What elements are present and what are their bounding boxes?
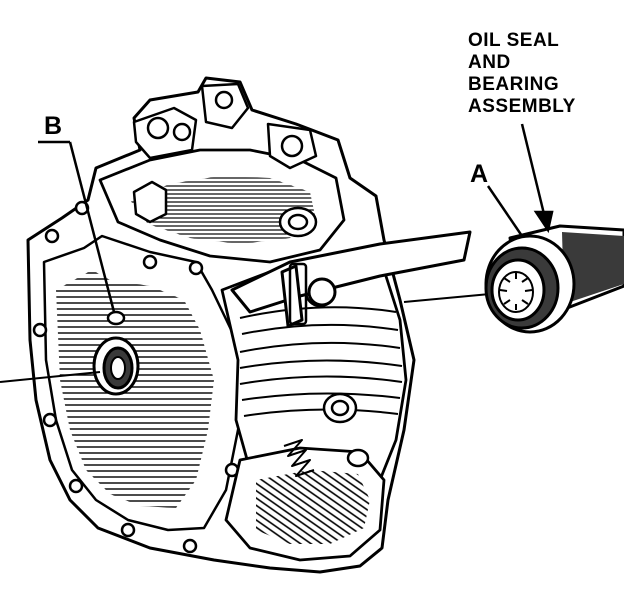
- bolt-at-b: [106, 310, 126, 326]
- assembly-pointer-line: [520, 123, 546, 215]
- a-pointer-line: [486, 185, 524, 237]
- seal-bore-b: [92, 336, 140, 396]
- center-boss: [278, 206, 318, 238]
- assembly-label-line: AND: [468, 52, 511, 73]
- lower-housing-shade: [256, 470, 370, 544]
- lower-boss: [346, 448, 370, 468]
- oil-seal-bearing-assembly: [484, 224, 624, 334]
- body-ribs: [239, 306, 403, 417]
- marker-b-label: B: [44, 112, 63, 140]
- assembly-label-line: ASSEMBLY: [468, 96, 576, 117]
- shift-lever: [230, 230, 472, 328]
- axle-centerline-left: [0, 371, 101, 383]
- marker-a-label: A: [470, 160, 489, 188]
- detent-spring: [283, 439, 315, 477]
- breather-boss: [132, 180, 168, 224]
- upper-housing-shade: [130, 176, 316, 244]
- assembly-label-line: BEARING: [468, 74, 560, 95]
- splined-bore: [498, 271, 534, 313]
- mounting-bosses: [132, 82, 318, 170]
- assembly-label: OIL SEAL AND BEARING ASSEMBLY: [468, 30, 576, 118]
- assembly-label-line: OIL SEAL: [468, 30, 560, 51]
- transaxle-case: [26, 76, 416, 574]
- assembly-pointer-head: [533, 210, 554, 234]
- b-pointer-line: [68, 141, 116, 313]
- callout-pointers: [38, 123, 554, 313]
- axle-centerline-right: [403, 293, 491, 303]
- flange-shading: [56, 270, 214, 508]
